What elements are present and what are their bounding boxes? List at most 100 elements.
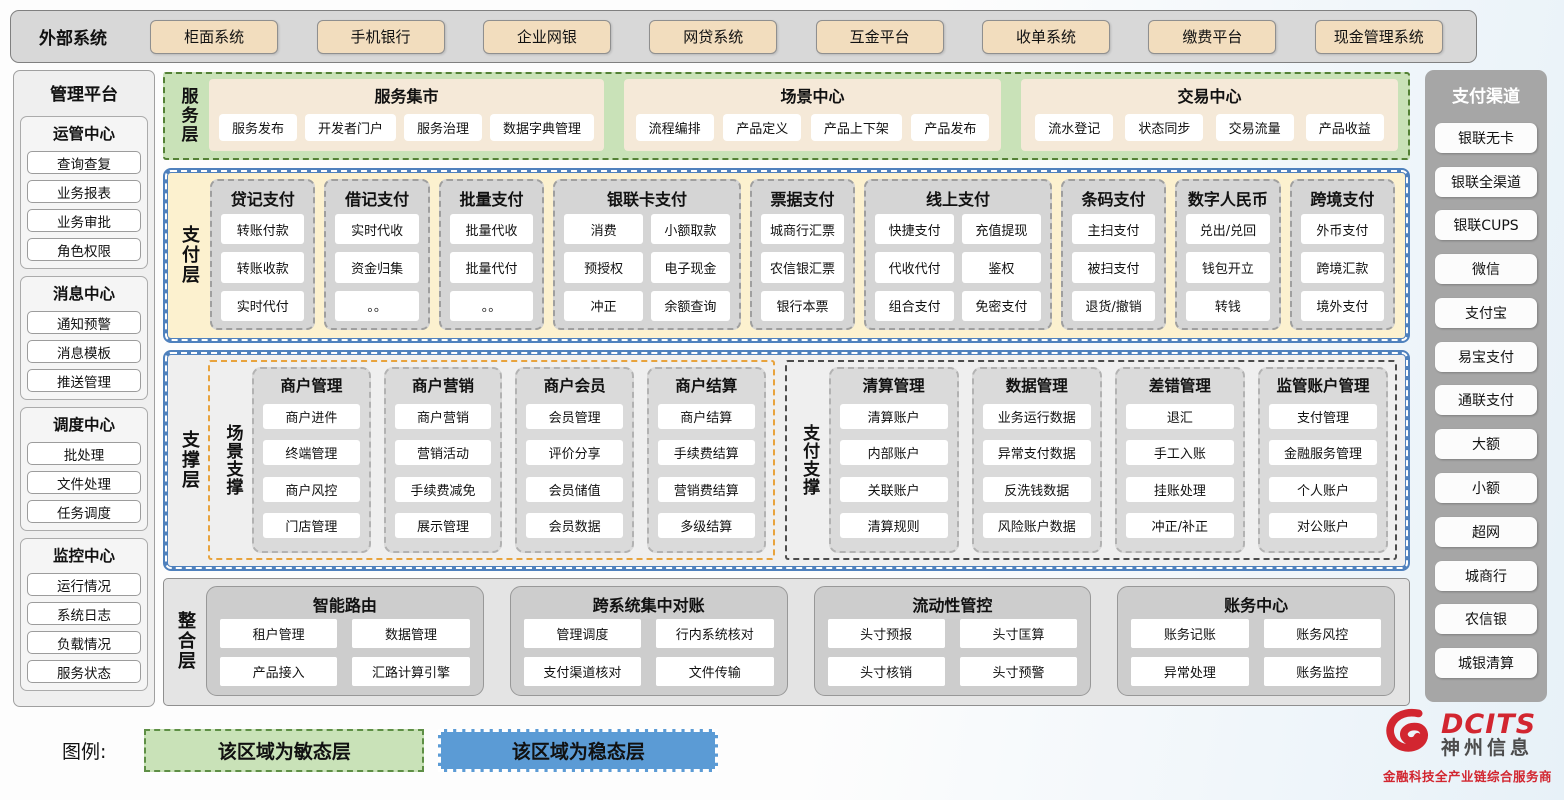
support-layer: 支撑层 场景支撑商户管理商户进件终端管理商户风控门店管理商户营销商户营销营销活动… <box>163 350 1410 571</box>
integration-item: 租户管理 <box>220 619 338 648</box>
integration-item: 行内系统核对 <box>656 619 774 648</box>
payment-item: 批量代付 <box>449 252 534 283</box>
support-column-title: 商户营销 <box>411 377 474 395</box>
payment-layer: 支付层 贷记支付转账付款转账收款实时代付借记支付实时代收资金归集。。批量支付批量… <box>163 168 1410 343</box>
service-group: 服务集市服务发布开发者门户服务治理数据字典管理 <box>209 79 605 151</box>
external-systems-label: 外部系统 <box>39 29 107 49</box>
integration-item: 异常处理 <box>1131 657 1249 686</box>
support-item: 会员数据 <box>526 513 623 539</box>
payment-item: 消费 <box>564 214 643 245</box>
management-item: 负载情况 <box>27 631 141 654</box>
payment-group-items: 兑出/兑回钱包开立转钱 <box>1182 212 1273 321</box>
support-item: 商户进件 <box>263 403 360 429</box>
support-column: 数据管理业务运行数据异常支付数据反洗钱数据风险账户数据 <box>971 367 1102 553</box>
payment-item: 鉴权 <box>962 252 1041 283</box>
support-item: 会员管理 <box>526 403 623 429</box>
support-column-items: 支付管理金融服务管理个人账户对公账户 <box>1267 397 1379 544</box>
service-group-title: 交易中心 <box>1177 87 1242 106</box>
dcits-brand: DCITS <box>1441 708 1537 740</box>
support-column-title: 商户结算 <box>675 377 738 395</box>
support-group-columns: 清算管理清算账户内部账户关联账户清算规则数据管理业务运行数据异常支付数据反洗钱数… <box>824 367 1389 553</box>
support-layer-groups: 场景支撑商户管理商户进件终端管理商户风控门店管理商户营销商户营销营销活动手续费减… <box>208 360 1397 560</box>
payment-group: 借记支付实时代收资金归集。。 <box>324 179 430 330</box>
service-item: 交易流量 <box>1215 113 1294 141</box>
management-item: 角色权限 <box>27 238 141 261</box>
management-item: 消息模板 <box>27 340 141 363</box>
support-column-title: 清算管理 <box>862 377 925 395</box>
support-column-title: 监管账户管理 <box>1276 377 1370 395</box>
payment-item: 农信银汇票 <box>760 252 845 283</box>
support-item: 多级结算 <box>657 513 755 539</box>
management-item: 查询查复 <box>27 151 141 174</box>
management-item: 运行情况 <box>27 573 141 596</box>
integration-layer-groups: 智能路由租户管理数据管理产品接入汇路计算引擎跨系统集中对账管理调度行内系统核对支… <box>202 584 1399 698</box>
support-column-items: 商户结算手续费结算营销费结算多级结算 <box>656 397 757 544</box>
service-item: 产品发布 <box>911 113 990 141</box>
support-group-label: 支付支撑 <box>799 424 820 496</box>
payment-channel-item: 通联支付 <box>1435 385 1537 416</box>
payment-item: 。。 <box>449 290 534 321</box>
management-section: 消息中心通知预警消息模板推送管理 <box>20 276 148 400</box>
support-item: 支付管理 <box>1268 403 1378 429</box>
support-column: 商户营销商户营销营销活动手续费减免展示管理 <box>383 367 503 553</box>
integration-item: 账务监控 <box>1263 657 1381 686</box>
external-system-item: 网贷系统 <box>649 19 778 54</box>
service-layer: 服务层 服务集市服务发布开发者门户服务治理数据字典管理场景中心流程编排产品定义产… <box>163 72 1410 160</box>
support-item: 手工入账 <box>1125 440 1234 466</box>
payment-item: 余额查询 <box>650 290 730 321</box>
payment-group: 跨境支付外币支付跨境汇款境外支付 <box>1289 179 1396 330</box>
payment-item: 钱包开立 <box>1186 252 1270 283</box>
payment-item: 免密支付 <box>962 290 1041 321</box>
service-item: 流程编排 <box>635 113 714 141</box>
payment-item: 银行本票 <box>760 290 845 321</box>
support-item: 对公账户 <box>1268 513 1378 539</box>
support-column: 清算管理清算账户内部账户关联账户清算规则 <box>828 367 959 553</box>
payment-group-items: 外币支付跨境汇款境外支付 <box>1297 212 1388 321</box>
payment-channel-item: 城商行 <box>1435 560 1537 591</box>
integration-group-title: 流动性管控 <box>912 596 993 615</box>
legend-item-blue: 该区域为稳态层 <box>438 729 719 772</box>
service-item: 开发者门户 <box>305 113 397 141</box>
payment-item: 。。 <box>335 290 419 321</box>
service-item: 流水登记 <box>1035 113 1114 141</box>
payment-group-items: 批量代收批量代付。。 <box>446 212 537 321</box>
management-item: 批处理 <box>27 442 141 465</box>
dcits-logo-text: DCITS 神州信息 <box>1441 711 1536 760</box>
support-item: 清算规则 <box>839 513 948 539</box>
management-section: 监控中心运行情况系统日志负载情况服务状态 <box>20 538 148 691</box>
payment-group: 数字人民币兑出/兑回钱包开立转钱 <box>1175 179 1281 330</box>
payment-group-items: 主扫支付被扫支付退货/撤销 <box>1068 212 1159 321</box>
external-system-item: 互金平台 <box>815 19 944 54</box>
payment-group: 线上支付快捷支付充值提现代收代付鉴权组合支付免密支付 <box>864 179 1052 330</box>
support-item: 冲正/补正 <box>1125 513 1234 539</box>
support-item: 会员储值 <box>526 476 623 502</box>
payment-group-items: 消费小额取款预授权电子现金冲正余额查询 <box>560 212 734 321</box>
support-column-title: 数据管理 <box>1005 377 1068 395</box>
payment-channel-item: 银联全渠道 <box>1435 166 1537 197</box>
integration-item: 头寸匡算 <box>959 619 1078 648</box>
integration-item: 支付渠道核对 <box>523 657 642 686</box>
support-column: 商户结算商户结算手续费结算营销费结算多级结算 <box>646 367 766 553</box>
support-item: 金融服务管理 <box>1268 440 1378 466</box>
service-item: 产品上下架 <box>810 113 902 141</box>
payment-group-title: 条码支付 <box>1081 190 1146 209</box>
support-column: 商户会员会员管理评价分享会员储值会员数据 <box>515 367 634 553</box>
integration-group: 账务中心账务记账账务风控异常处理账务监控 <box>1117 586 1395 696</box>
support-column-items: 商户进件终端管理商户风控门店管理 <box>261 397 362 544</box>
service-item: 服务治理 <box>404 113 483 141</box>
management-section-title: 消息中心 <box>52 285 115 303</box>
payment-group-items: 快捷支付充值提现代收代付鉴权组合支付免密支付 <box>871 212 1045 321</box>
management-item: 推送管理 <box>27 369 141 392</box>
external-systems-bar: 外部系统 柜面系统手机银行企业网银网贷系统互金平台收单系统缴费平台现金管理系统 <box>10 10 1477 63</box>
support-item: 手续费减免 <box>394 476 492 502</box>
support-column-items: 退汇手工入账挂账处理冲正/补正 <box>1124 397 1236 544</box>
support-item: 反洗钱数据 <box>982 476 1091 502</box>
payment-group-title: 数字人民币 <box>1187 190 1268 209</box>
support-item: 挂账处理 <box>1125 476 1234 502</box>
service-group-title: 场景中心 <box>780 87 845 106</box>
payment-layer-label: 支付层 <box>179 224 200 285</box>
payment-group-items: 转账付款转账收款实时代付 <box>217 212 308 321</box>
external-system-item: 企业网银 <box>482 19 611 54</box>
support-item: 商户结算 <box>657 403 755 429</box>
